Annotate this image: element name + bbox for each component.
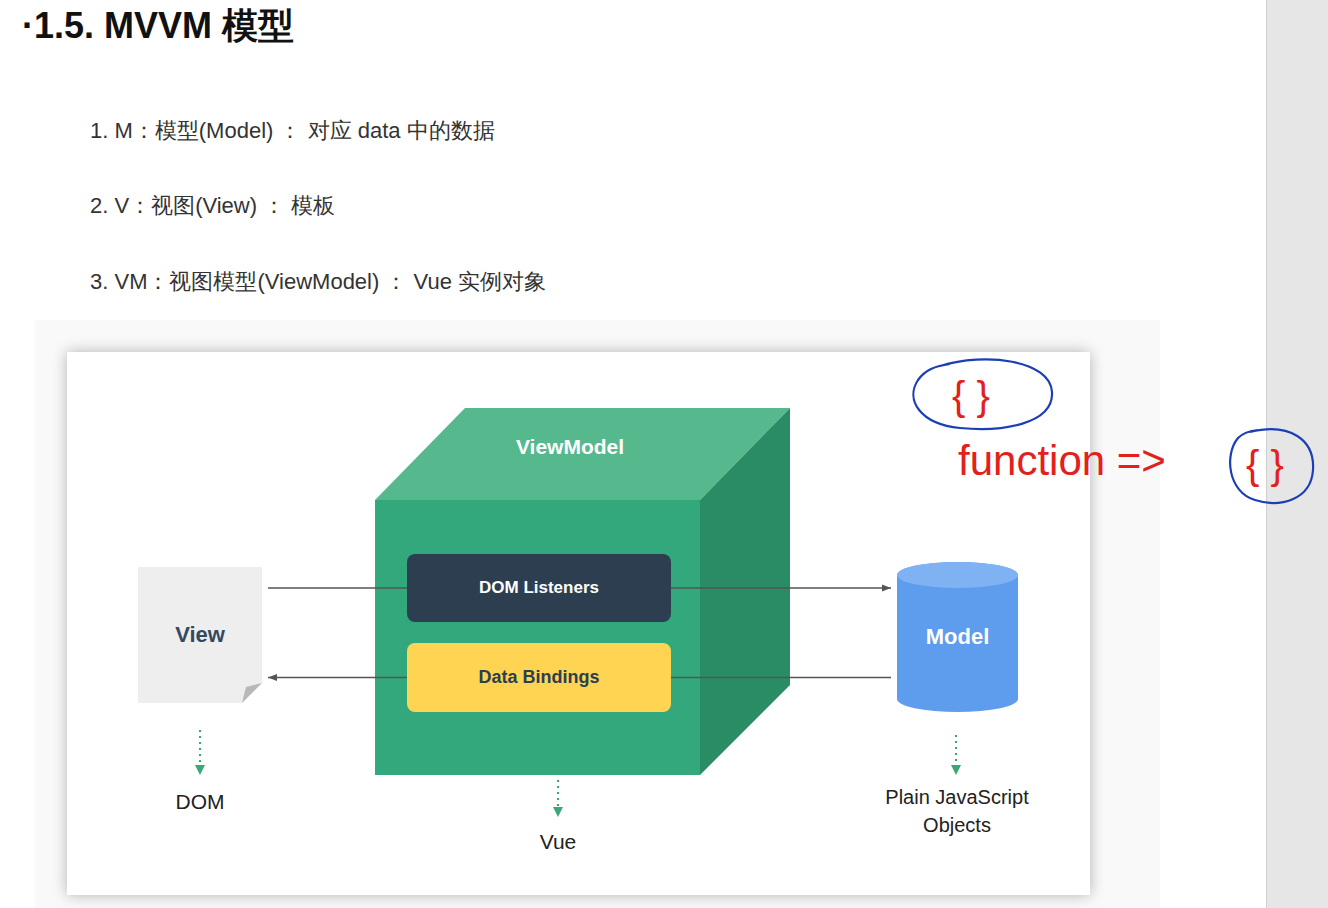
flow-arrow (671, 587, 891, 589)
handwritten-note: function => (958, 436, 1166, 486)
section-title: ·1.5. MVVM 模型 (22, 2, 294, 51)
dotted-arrows (200, 730, 956, 808)
cylinder-body (897, 562, 1018, 712)
hand-circles (913, 359, 1313, 503)
listener-box: DOM Listeners (407, 554, 671, 622)
flow-arrow (671, 677, 891, 679)
list-item: 2. V：视图(View) ： 模板 (90, 193, 335, 219)
node-label: Model (926, 624, 990, 650)
flow-arrow (268, 677, 407, 679)
dotted-leader (955, 735, 957, 766)
list-item: 1. M：模型(Model) ： 对应 data 中的数据 (90, 118, 495, 144)
binding-box: Data Bindings (407, 643, 671, 712)
arrow-head (951, 765, 961, 775)
dotted-leader (557, 780, 559, 808)
cube-front (375, 500, 700, 775)
node-label: ViewModel (516, 435, 624, 459)
arrow-head (195, 765, 205, 775)
viewmodel-cube: ViewModelDOM ListenersData Bindings (375, 408, 790, 775)
hand-circle (1230, 429, 1313, 503)
model-cylinder: Model (897, 562, 1018, 712)
dotted-leader (199, 730, 201, 766)
node-label: Data Bindings (478, 667, 599, 688)
cylinder-top (897, 562, 1018, 588)
cube-side (700, 408, 790, 775)
caption-label: DOM (140, 789, 260, 814)
list-item: 3. VM：视图模型(ViewModel) ： Vue 实例对象 (90, 269, 546, 295)
arrow-head (553, 807, 563, 817)
dotted-heads (195, 765, 961, 817)
handwritten-note: { } (952, 372, 990, 420)
handwritten-note: { } (1246, 441, 1284, 489)
flow-arrow (268, 587, 407, 589)
hand-circle (913, 359, 1052, 429)
node-label: View (175, 622, 225, 648)
node-label: DOM Listeners (479, 578, 599, 598)
view-page: View (138, 567, 262, 703)
caption-label: Vue (498, 829, 618, 854)
viewmodel-cube (375, 408, 790, 775)
page-fold (242, 683, 262, 703)
page-body (138, 567, 262, 703)
caption-label: Plain JavaScript Objects (870, 783, 1045, 839)
